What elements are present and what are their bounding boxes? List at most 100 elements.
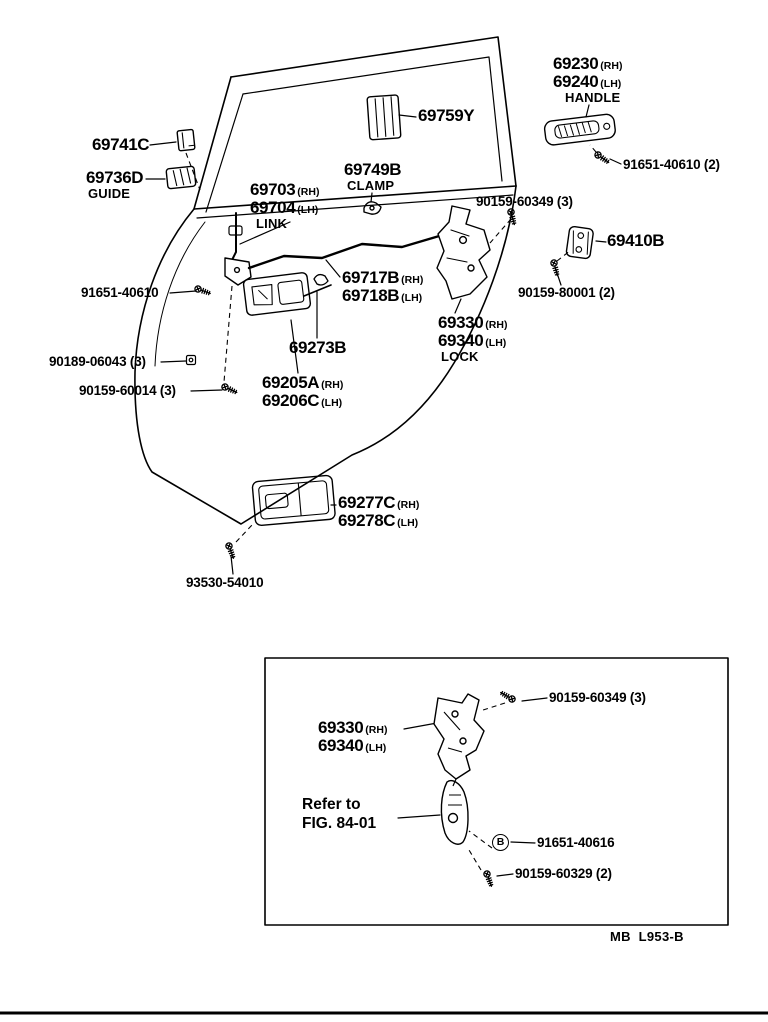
b-marker: B: [492, 834, 509, 851]
label-bezel-screw: 93530-54010: [186, 575, 264, 591]
side-code: (RH): [600, 60, 623, 72]
screw-icon: [549, 258, 562, 278]
part-number: 69410B: [607, 231, 665, 250]
label-inner-handle-screw: 90159-60014 (3): [79, 383, 176, 399]
part-number: 69736D: [86, 168, 144, 187]
part-number: 69330: [318, 718, 364, 737]
part-number: 69340: [438, 331, 484, 350]
part-number: 90159-60349 (3): [549, 690, 646, 705]
screw-icon: [482, 869, 496, 888]
screw-icon: [593, 150, 612, 166]
label-lock: 69330(RH) 69340(LH) LOCK: [438, 314, 507, 363]
hidden-lines: [185, 144, 597, 871]
side-code: (RH): [397, 499, 420, 511]
side-code: (RH): [321, 379, 344, 391]
inner-handle-art: [242, 272, 312, 316]
inset-label-lock: 69330(RH) 69340(LH): [318, 719, 387, 755]
label-striker: 69410B: [607, 231, 665, 250]
label-outer-handle: 69230(RH) 69240(LH) HANDLE: [553, 55, 622, 104]
label-striker-screw: 90159-80001 (2): [518, 285, 615, 301]
side-code: (LH): [485, 337, 507, 349]
part-number: 69277C: [338, 493, 396, 512]
part-caption: GUIDE: [88, 186, 131, 201]
part-caption: HANDLE: [565, 90, 621, 105]
part-number: 90189-06043 (3): [49, 354, 146, 369]
part-number: 69230: [553, 54, 599, 73]
leader-lines: [145, 104, 622, 877]
part-number: 69206C: [262, 391, 320, 410]
part-number: 69749B: [344, 160, 402, 179]
part-number: 90159-60014 (3): [79, 383, 176, 398]
side-code: (RH): [365, 724, 388, 736]
grommet-icon: [185, 354, 197, 366]
screw-icon: [220, 382, 239, 396]
pad-art: [366, 94, 402, 141]
label-handle-screw: 91651-40610 (2): [623, 157, 720, 173]
guide-art: [165, 165, 197, 190]
label-link: 69703(RH) 69704(LH) LINK: [250, 181, 319, 230]
label-inner-handle: 69205A(RH) 69206C(LH): [262, 374, 343, 410]
screw-icon: [498, 689, 517, 704]
figure-code: MB L953-B: [610, 929, 684, 944]
inset-frame: [264, 657, 729, 926]
screw-icon: [193, 284, 212, 298]
part-number: 90159-60329 (2): [515, 866, 612, 881]
part-number: 93530-54010: [186, 575, 264, 590]
part-number: 69741C: [92, 135, 150, 154]
inset-label-bottom-screw: 90159-60329 (2): [515, 866, 612, 882]
inset-refer-note: Refer to FIG. 84-01: [302, 795, 376, 834]
inset-label-bolt: 91651-40616: [537, 835, 615, 851]
part-number: 69718B: [342, 286, 400, 305]
part-number: 90159-60349 (3): [476, 194, 573, 209]
door-outline-art: [134, 36, 517, 525]
side-code: (LH): [321, 397, 343, 409]
label-clamp: 69749B CLAMP: [344, 160, 402, 193]
label-pad: 69759Y: [418, 106, 475, 125]
part-number: 69703: [250, 180, 296, 199]
part-number: 69330: [438, 313, 484, 332]
label-stopper: 69741C: [92, 135, 150, 154]
small-parts-art: [165, 94, 616, 527]
side-code: (RH): [401, 274, 424, 286]
part-number: 69205A: [262, 373, 320, 392]
label-grommet: 90189-06043 (3): [49, 354, 146, 370]
side-code: (LH): [297, 204, 319, 216]
outer-handle-art: [543, 113, 616, 146]
side-code: (LH): [600, 78, 622, 90]
label-bezel: 69277C(RH) 69278C(LH): [338, 494, 419, 530]
label-lock-screw: 90159-60349 (3): [476, 194, 573, 210]
screw-icon: [506, 207, 519, 227]
side-code: (LH): [365, 742, 387, 754]
part-number: 91651-40610: [81, 285, 159, 300]
part-number: 69273B: [289, 338, 347, 357]
label-clip: 69273B: [289, 338, 347, 357]
part-number: 91651-40610 (2): [623, 157, 720, 172]
part-number: 69340: [318, 736, 364, 755]
part-caption: CLAMP: [347, 178, 395, 193]
part-caption: LINK: [256, 216, 288, 231]
part-number: 90159-80001 (2): [518, 285, 615, 300]
label-guide: 69736D GUIDE: [86, 168, 144, 201]
side-code: (LH): [397, 517, 419, 529]
refer-line: Refer to: [302, 796, 361, 813]
part-number: 91651-40616: [537, 835, 615, 850]
part-number: 69759Y: [418, 106, 475, 125]
bezel-art: [251, 474, 336, 527]
striker-art: [565, 225, 594, 260]
inset-art: [264, 657, 729, 926]
refer-line: FIG. 84-01: [302, 815, 377, 833]
label-link-screw: 91651-40610: [81, 285, 159, 301]
side-code: (RH): [297, 186, 320, 198]
part-number: 69240: [553, 72, 599, 91]
part-caption: LOCK: [441, 349, 479, 364]
side-code: (LH): [401, 292, 423, 304]
side-code: (RH): [485, 319, 508, 331]
part-number: 69717B: [342, 268, 400, 287]
part-number: 69704: [250, 198, 296, 217]
label-rod: 69717B(RH) 69718B(LH): [342, 269, 423, 305]
inset-label-top-screw: 90159-60349 (3): [549, 690, 646, 706]
part-number: 69278C: [338, 511, 396, 530]
stopper-art: [176, 128, 196, 152]
